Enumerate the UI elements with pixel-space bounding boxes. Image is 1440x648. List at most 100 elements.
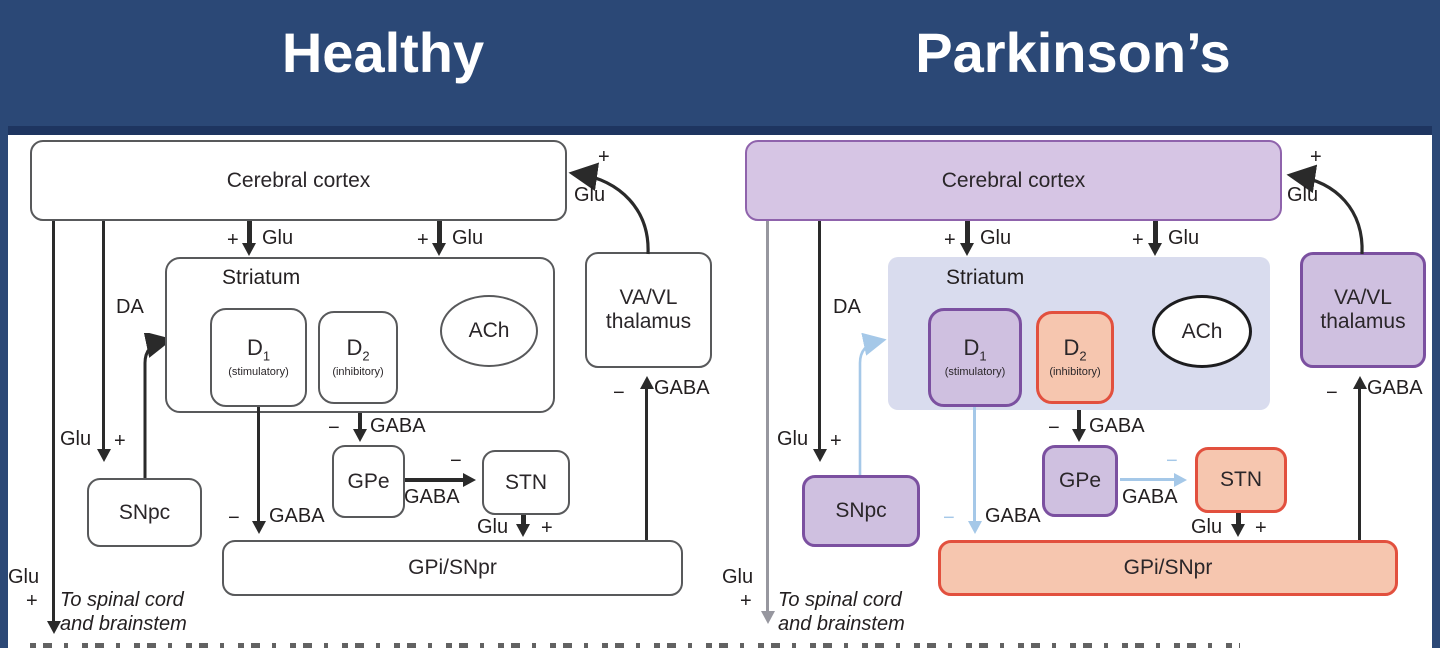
gaba-gpi-thalamus-parkinsons: GABA bbox=[1367, 377, 1423, 399]
header-band bbox=[0, 0, 1440, 130]
striatum-label-healthy: Striatum bbox=[222, 266, 301, 289]
plus-sign-spinal-parkinsons: + bbox=[740, 590, 752, 612]
d1-subscript: 1 bbox=[262, 348, 271, 364]
footnote-line2-parkinsons: and brainstem bbox=[778, 613, 905, 635]
stn-box-healthy: STN bbox=[482, 450, 570, 515]
stn-gpi-line-healthy bbox=[521, 515, 526, 525]
gaba-d2-gpe-healthy: GABA bbox=[370, 415, 426, 437]
dopamine-arrow-healthy bbox=[143, 333, 173, 481]
glu-stn-gpi-parkinsons: Glu bbox=[1191, 516, 1223, 538]
gpe-label-healthy: GPe bbox=[347, 469, 390, 493]
thalamus-line1-parkinsons: VA/VL bbox=[1334, 286, 1392, 310]
plus-sign-snpc-parkinsons: + bbox=[830, 430, 842, 452]
gpe-label-parkinsons: GPe bbox=[1058, 469, 1102, 493]
thalamus-box-parkinsons: VA/VL thalamus bbox=[1300, 252, 1426, 368]
cortex-label: Cerebral cortex bbox=[226, 168, 371, 192]
corticospinal-line-parkinsons bbox=[766, 221, 769, 613]
glu-arrow2-parkinsons bbox=[1153, 221, 1158, 245]
minus-d1-gpi-parkinsons: − bbox=[943, 507, 955, 529]
arrowhead-gpe-stn-parkinsons bbox=[1174, 473, 1187, 487]
footnote-line1-healthy: To spinal cord bbox=[60, 589, 184, 611]
striatum-label-parkinsons: Striatum bbox=[946, 266, 1025, 289]
parkinsons-title: Parkinson’s bbox=[915, 21, 1231, 84]
footnote-line1-parkinsons: To spinal cord bbox=[778, 589, 902, 611]
snpc-label-healthy: SNpc bbox=[118, 500, 171, 524]
cortex-label-parkinsons: Cerebral cortex bbox=[941, 168, 1086, 192]
d2-gpe-line-healthy bbox=[358, 413, 362, 431]
plus-glu1-parkinsons: + bbox=[944, 229, 956, 251]
gaba-d1-gpi-parkinsons: GABA bbox=[985, 505, 1041, 527]
gaba-d2-gpe-parkinsons: GABA bbox=[1089, 415, 1145, 437]
gpi-box-healthy: GPi/SNpr bbox=[222, 540, 683, 596]
plus-glu2-healthy: + bbox=[417, 229, 429, 251]
plus-glu1-healthy: + bbox=[227, 229, 239, 251]
gaba-d1-gpi-healthy: GABA bbox=[269, 505, 325, 527]
gpi-thalamus-line-parkinsons bbox=[1358, 389, 1361, 540]
gpi-label-healthy: GPi/SNpr bbox=[408, 556, 497, 580]
truncated-caption-text bbox=[30, 643, 1240, 648]
stn-gpi-line-parkinsons bbox=[1236, 513, 1241, 525]
d1-note-healthy: (stimulatory) bbox=[228, 366, 289, 379]
plus-stn-gpi-healthy: + bbox=[541, 517, 553, 539]
corticospinal-line-healthy bbox=[52, 221, 55, 623]
arrowhead-corticospinal-parkinsons bbox=[761, 611, 775, 624]
d2-note-healthy: (inhibitory) bbox=[332, 366, 384, 379]
glu-thalamocortical-healthy: Glu bbox=[574, 184, 606, 206]
d2-box-parkinsons: D2 (inhibitory) bbox=[1036, 311, 1114, 404]
thalamus-line2-parkinsons: thalamus bbox=[1320, 310, 1406, 333]
minus-gpi-thalamus-healthy: − bbox=[613, 382, 625, 404]
minus-gpe-stn-healthy: − bbox=[450, 450, 462, 472]
glu-arrow1-parkinsons bbox=[965, 221, 970, 245]
snpc-label-parkinsons: SNpc bbox=[835, 499, 887, 523]
plus-thalamocortical-healthy: + bbox=[598, 146, 610, 168]
d2-note-parkinsons: (inhibitory) bbox=[1049, 366, 1101, 379]
plus-sign-spinal-healthy: + bbox=[26, 590, 38, 612]
thalamocortical-arrow-parkinsons bbox=[1286, 164, 1364, 255]
cortex-snpc-line-parkinsons bbox=[818, 221, 821, 451]
plus-thalamocortical-parkinsons: + bbox=[1310, 146, 1322, 168]
snpc-box-parkinsons: SNpc bbox=[802, 475, 920, 547]
arrowhead-glu2-parkinsons bbox=[1148, 243, 1162, 256]
ach-ellipse-healthy: ACh bbox=[440, 295, 538, 367]
minus-d2-gpe-healthy: − bbox=[328, 417, 340, 439]
plus-glu2-parkinsons: + bbox=[1132, 229, 1144, 251]
d2-label-healthy: D2 bbox=[346, 336, 369, 364]
d1-letter: D bbox=[246, 335, 263, 361]
d2-subscript-parkinsons: 2 bbox=[1079, 348, 1087, 364]
snpc-box-healthy: SNpc bbox=[87, 478, 202, 547]
gpi-label-parkinsons: GPi/SNpr bbox=[1123, 556, 1213, 580]
arrowhead-gpi-thalamus-parkinsons bbox=[1353, 376, 1367, 389]
arrowhead-cortex-snpc-parkinsons bbox=[813, 449, 827, 462]
glu-label-spinal-healthy: Glu bbox=[8, 566, 40, 588]
d1-gpi-line-parkinsons bbox=[973, 407, 976, 523]
minus-gpi-thalamus-parkinsons: − bbox=[1326, 382, 1338, 404]
gpi-box-parkinsons: GPi/SNpr bbox=[938, 540, 1398, 596]
arrowhead-cortex-snpc-healthy bbox=[97, 449, 111, 462]
header-underline bbox=[8, 126, 1432, 135]
plus-stn-gpi-parkinsons: + bbox=[1255, 517, 1267, 539]
d1-box-healthy: D1 (stimulatory) bbox=[210, 308, 307, 407]
minus-d2-gpe-parkinsons: − bbox=[1048, 417, 1060, 439]
arrowhead-stn-gpi-parkinsons bbox=[1231, 524, 1245, 537]
gaba-gpe-stn-healthy: GABA bbox=[404, 486, 460, 508]
ach-ellipse-parkinsons: ACh bbox=[1152, 295, 1252, 368]
minus-d1-gpi-healthy: − bbox=[228, 507, 240, 529]
gpe-stn-line-parkinsons bbox=[1120, 478, 1176, 481]
arrowhead-glu1-healthy bbox=[242, 243, 256, 256]
stn-label-parkinsons: STN bbox=[1220, 468, 1262, 492]
minus-gpe-stn-parkinsons: − bbox=[1166, 450, 1178, 472]
healthy-title: Healthy bbox=[281, 21, 485, 84]
arrowhead-glu2-healthy bbox=[432, 243, 446, 256]
stn-label-healthy: STN bbox=[505, 470, 547, 494]
d1-letter-parkinsons: D bbox=[963, 335, 980, 361]
d1-box-parkinsons: D1 (stimulatory) bbox=[928, 308, 1022, 407]
gpi-thalamus-line-healthy bbox=[645, 389, 648, 540]
arrowhead-gpe-stn-healthy bbox=[463, 473, 476, 487]
d2-label-parkinsons: D2 bbox=[1063, 336, 1086, 364]
arrowhead-gpi-thalamus-healthy bbox=[640, 376, 654, 389]
glu-label-snpc-healthy: Glu bbox=[60, 428, 92, 450]
thalamocortical-arrow-healthy bbox=[568, 162, 650, 255]
gpe-box-healthy: GPe bbox=[332, 445, 405, 518]
gaba-gpi-thalamus-healthy: GABA bbox=[654, 377, 710, 399]
arrowhead-d1-gpi-healthy bbox=[252, 521, 266, 534]
